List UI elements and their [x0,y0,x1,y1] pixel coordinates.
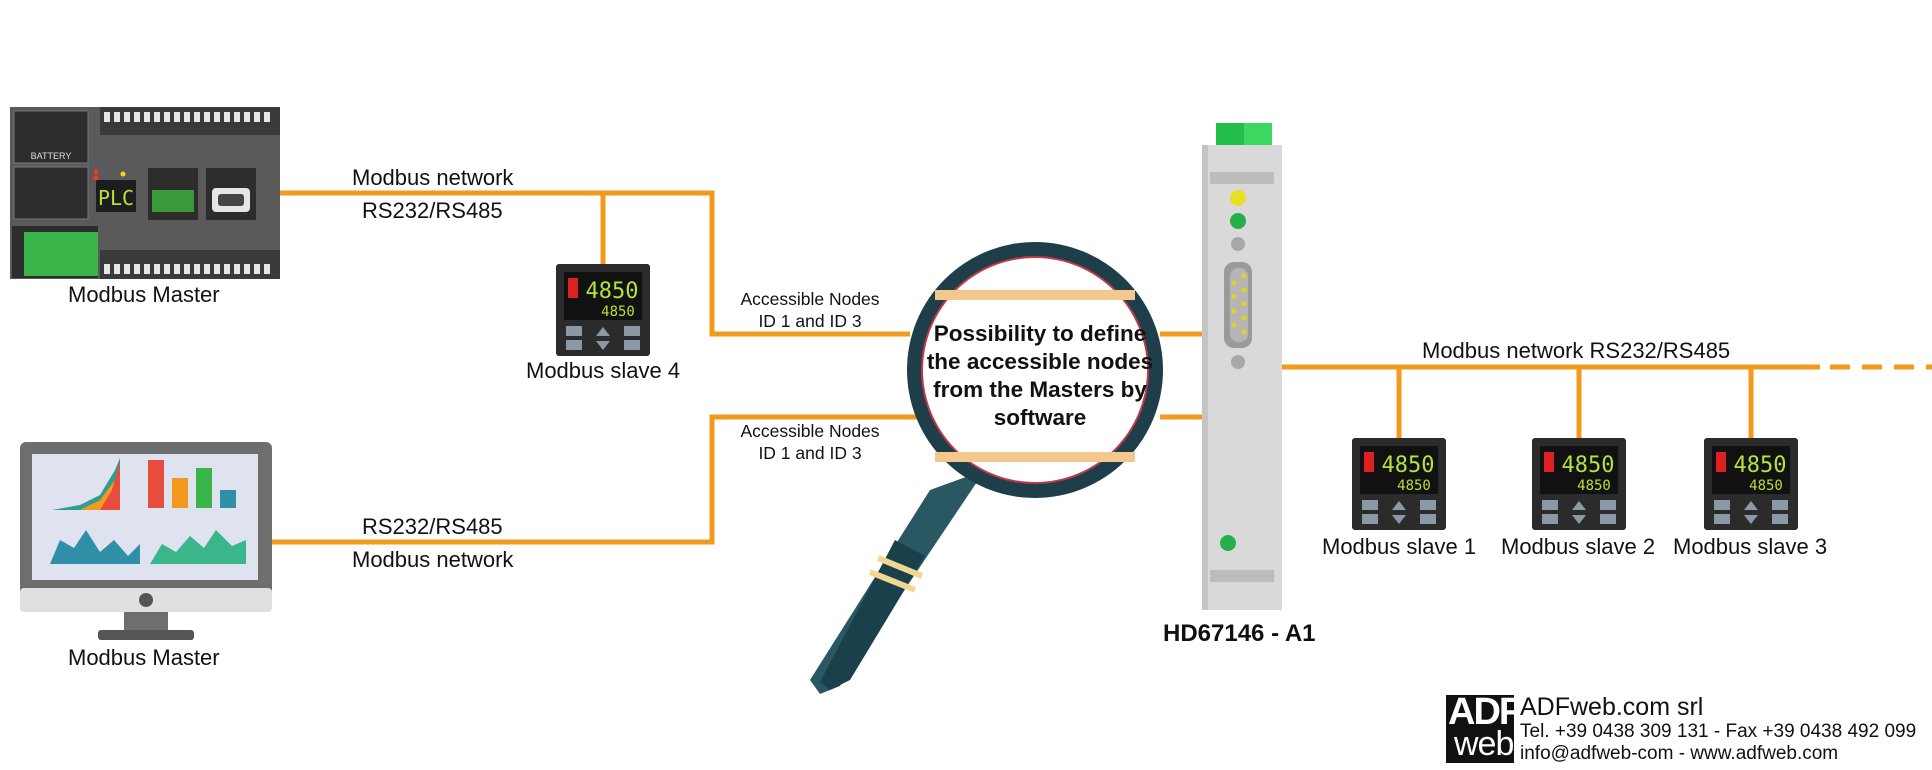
slave1-display-sub: 4850 [1397,478,1431,494]
company-name: ADFweb.com srl [1520,693,1704,721]
slave3-display-value: 4850 [1734,453,1787,478]
slave1-icon: 4850 4850 [1352,438,1446,530]
bottom-master-label: Modbus Master [68,645,220,670]
device-title: HD67146 - A1 [1163,620,1316,647]
adfweb-logo: ADF web [1446,691,1522,763]
right-network-label: Modbus network RS232/RS485 [1422,338,1731,363]
slave2-label: Modbus slave 2 [1501,534,1656,559]
company-contact: info@adfweb-com - www.adfweb.com [1520,743,1839,764]
plc-battery-label: BATTERY [31,151,72,161]
slave2-display-value: 4850 [1562,453,1615,478]
top-accessible-label-2: ID 1 and ID 3 [758,311,862,331]
lens-caption: Possibility to define the accessible nod… [926,321,1154,430]
top-network-label-2: RS232/RS485 [362,198,503,223]
bottom-accessible-label-1: Accessible Nodes [740,421,880,441]
company-phone: Tel. +39 0438 309 131 - Fax +39 0438 492… [1520,721,1917,742]
top-network-label-1: Modbus network [352,165,514,190]
slave1-display-value: 4850 [1382,453,1435,478]
top-accessible-label-1: Accessible Nodes [740,289,880,309]
bottom-accessible-label-2: ID 1 and ID 3 [758,443,862,463]
wire-right-network [1282,364,1932,440]
bottom-network-label-1: RS232/RS485 [362,514,503,539]
magnifier-icon [810,242,1163,694]
bottom-network-label-2: Modbus network [352,547,514,572]
slave4-icon: 4850 4850 [556,264,650,356]
top-master-label: Modbus Master [68,282,220,307]
slave3-label: Modbus slave 3 [1673,534,1828,559]
adfweb-logo-top: ADF [1448,691,1522,733]
plc-master-icon: BATTERY PLC [10,107,280,279]
slave4-display-value: 4850 [586,279,639,304]
adfweb-logo-bottom: web [1454,725,1514,763]
slave4-display-sub: 4850 [601,304,635,320]
plc-display-label: PLC [98,186,134,210]
slave1-label: Modbus slave 1 [1322,534,1477,559]
slave3-display-sub: 4850 [1749,478,1783,494]
slave2-icon: 4850 4850 [1532,438,1626,530]
monitor-master-icon [20,442,272,640]
hd67146-device-icon [1202,123,1282,610]
slave4-label: Modbus slave 4 [526,358,681,383]
wire-bottom-master [270,414,920,545]
slave3-icon: 4850 4850 [1704,438,1798,530]
wire-device-links [1160,331,1205,420]
slave2-display-sub: 4850 [1577,478,1611,494]
company-info: ADFweb.com srl Tel. +39 0438 309 131 - F… [1520,693,1916,765]
wire-top-master [280,190,910,337]
